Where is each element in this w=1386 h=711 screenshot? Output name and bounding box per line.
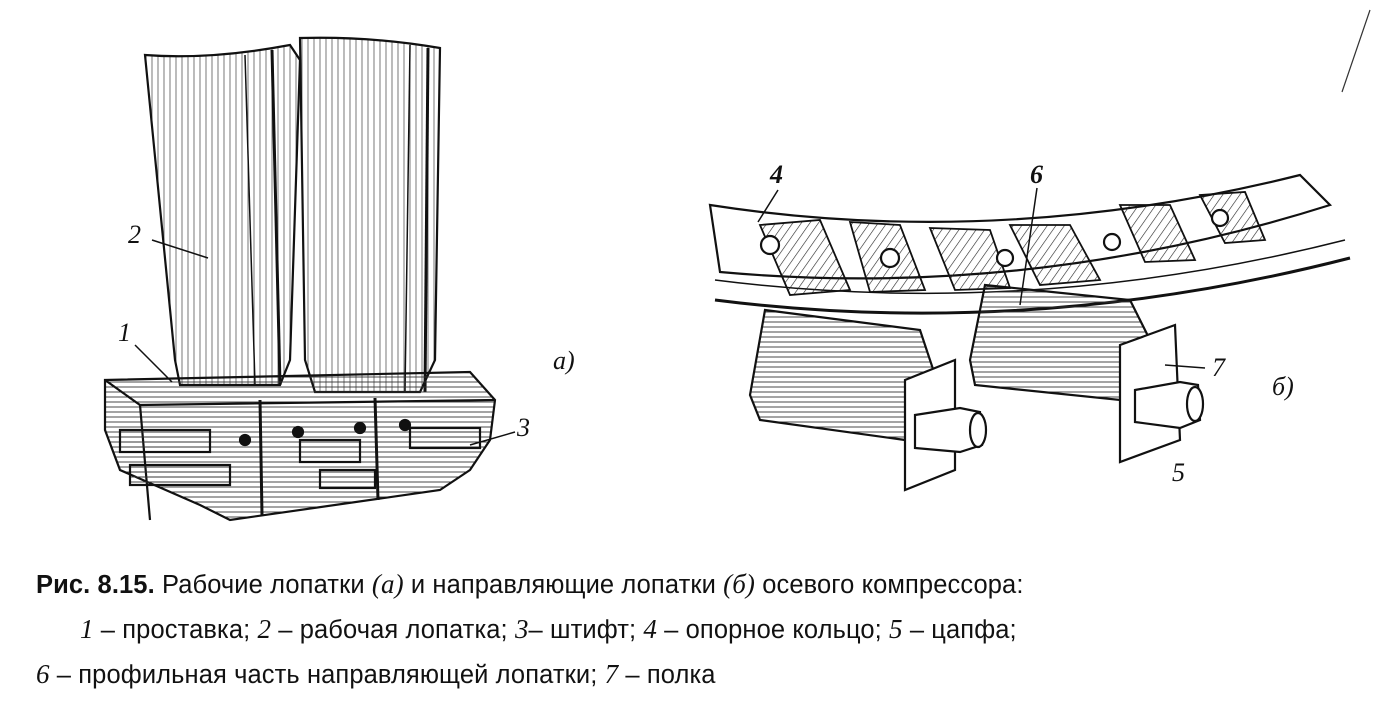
guide-vanes-drawing (708, 173, 1351, 492)
rotor-blades-drawing (103, 36, 516, 522)
legend-text: – полка (625, 661, 716, 689)
label-7: 7 (1212, 353, 1225, 382)
legend-text: – профильная часть направляющей лопатки; (56, 661, 598, 689)
caption-line-1: Рис. 8.15. Рабочие лопатки (а) и направл… (36, 562, 1366, 607)
legend-num: 3 (514, 614, 529, 644)
label-6: 6 (1030, 160, 1043, 189)
legend-num: 7 (604, 659, 619, 689)
figure-number: Рис. 8.15. (36, 571, 155, 599)
label-3: 3 (517, 413, 530, 442)
label-4: 4 (770, 160, 783, 189)
caption-title-part: осевого компрессора: (762, 571, 1024, 599)
label-5: 5 (1172, 458, 1185, 487)
legend-text: – штифт; (528, 616, 637, 644)
legend-num: 6 (36, 659, 50, 689)
legend-num: 2 (257, 614, 272, 644)
legend-text: – опорное кольцо; (664, 616, 882, 644)
margin-mark (1341, 9, 1371, 93)
panel-label-b: б) (1272, 372, 1294, 401)
caption-line-3: 6 – профильная часть направляющей лопатк… (36, 652, 1366, 697)
legend-text: – проставка; (100, 616, 251, 644)
legend-num: 4 (643, 614, 657, 644)
panel-label-a: а) (553, 346, 575, 375)
legend-text: – рабочая лопатка; (278, 616, 508, 644)
caption-ref-b: (б) (723, 569, 756, 599)
caption-title-part: Рабочие лопатки (161, 571, 365, 599)
label-2: 2 (128, 220, 141, 249)
legend-text: – цапфа; (909, 616, 1017, 644)
blade-right (298, 36, 442, 394)
legend-num: 5 (889, 614, 903, 644)
figure-caption: Рис. 8.15. Рабочие лопатки (а) и направл… (36, 562, 1366, 697)
figure-illustration (103, 9, 1371, 522)
label-1: 1 (118, 318, 131, 347)
caption-ref-a: (а) (371, 569, 404, 599)
blade-left (143, 43, 302, 387)
caption-line-2: 1 – проставка; 2 – рабочая лопатка; 3– ш… (36, 607, 1366, 652)
caption-title-part: и направляющие лопатки (410, 571, 716, 599)
legend-num: 1 (80, 614, 94, 644)
